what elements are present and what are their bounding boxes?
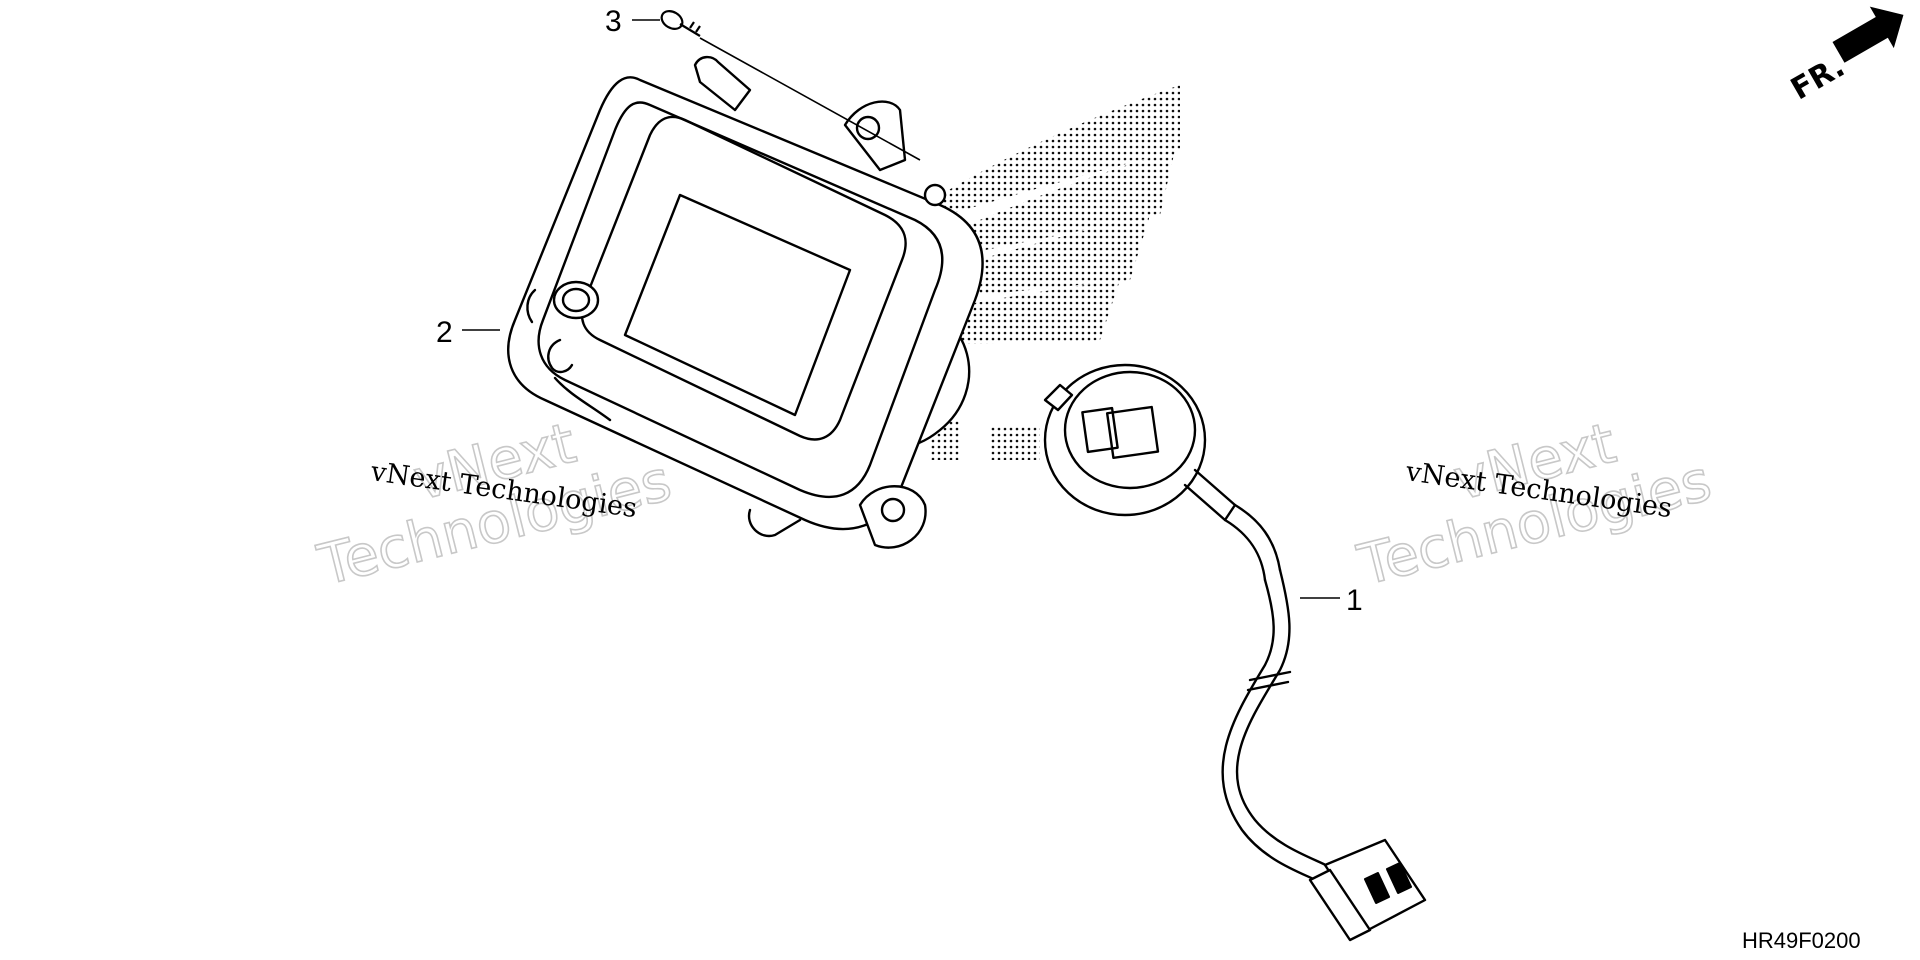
screw [660, 10, 701, 37]
leader-lines [462, 19, 1340, 599]
callout-part-3: 3 [605, 5, 622, 38]
figure-code: HR49F0200 [1742, 928, 1861, 953]
wire-harness [1043, 363, 1427, 942]
callout-part-2: 2 [436, 316, 453, 349]
callout-part-1: 1 [1346, 584, 1363, 617]
front-direction-label: FR. [1785, 49, 1851, 107]
front-direction-arrow-icon [1832, 6, 1904, 63]
meter-assembly [507, 55, 984, 549]
